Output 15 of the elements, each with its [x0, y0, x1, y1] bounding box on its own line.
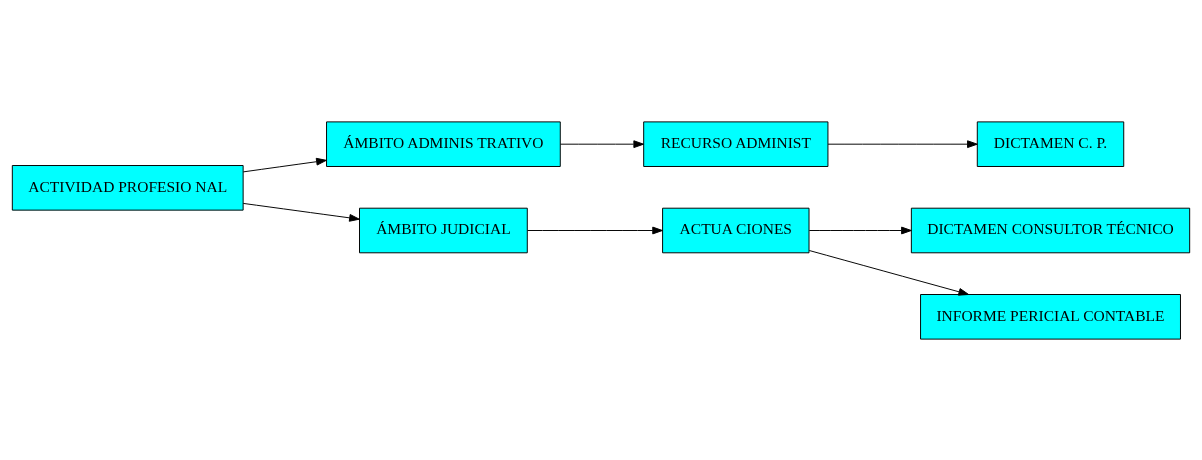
node-box: RECURSO ADMINIST: [643, 120, 829, 167]
node-box: ACTUA CIONES: [662, 207, 810, 253]
node-box: ACTIVIDAD PROFESIO NAL: [11, 164, 244, 211]
node-box: DICTAMEN C. P.: [976, 120, 1125, 167]
node-box: INFORME PERICIAL CONTABLE: [920, 293, 1181, 340]
arrow: [559, 139, 645, 148]
node-box: DICTAMEN CONSULTOR TÉCNICO: [910, 207, 1191, 253]
arrow: [808, 226, 912, 234]
arrow: [242, 202, 360, 222]
arrow: [242, 157, 327, 172]
arrow: [827, 139, 978, 148]
node-box: ÁMBITO ADMINIS TRATIVO: [326, 120, 561, 167]
arrow: [527, 226, 663, 234]
node-box: ÁMBITO JUDICIAL: [359, 207, 528, 253]
arrow: [808, 249, 970, 296]
